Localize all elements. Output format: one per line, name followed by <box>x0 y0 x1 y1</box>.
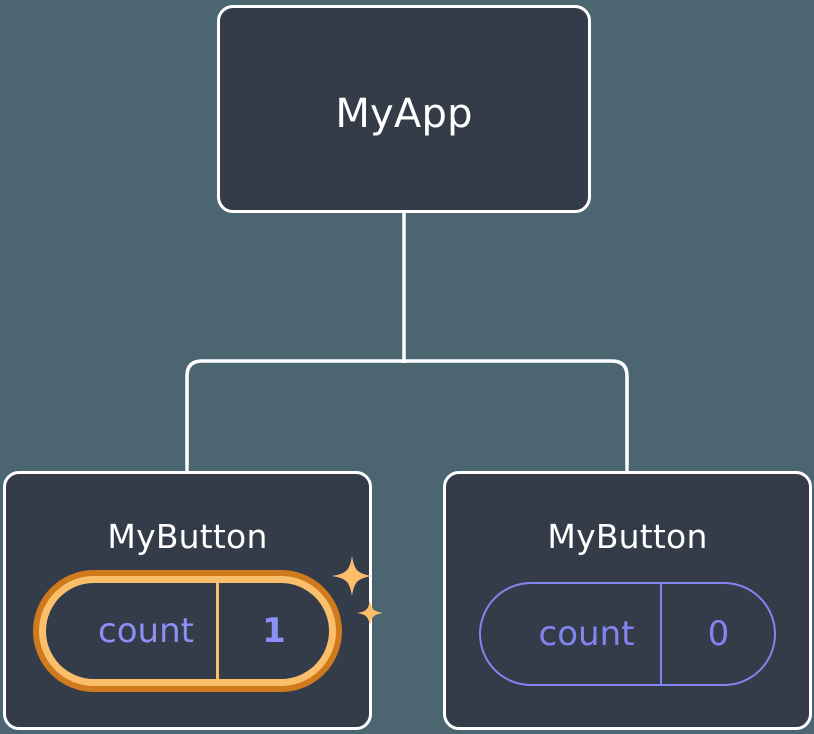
state-pill-right-wrapper: count 0 <box>446 582 809 686</box>
node-mybutton-left-title: MyButton <box>107 517 268 556</box>
state-pill-right-key: count <box>538 614 635 654</box>
node-mybutton-right-title: MyButton <box>547 517 708 556</box>
node-myapp-title: MyApp <box>335 91 473 137</box>
node-mybutton-right[interactable]: MyButton count 0 <box>443 471 812 730</box>
state-pill-right[interactable]: count 0 <box>478 582 777 686</box>
state-pill-right-value: 0 <box>660 584 774 684</box>
state-pill-left-value: 1 <box>215 583 329 679</box>
state-pill-left-key: count <box>98 611 194 651</box>
state-pill-left-wrapper: count 1 <box>6 556 383 692</box>
state-pill-left: count 1 <box>46 583 329 679</box>
state-pill-left-highlight-ring[interactable]: count 1 <box>33 556 383 692</box>
connector-bus-children <box>185 359 629 479</box>
sparkle-large-icon <box>331 556 372 596</box>
node-myapp[interactable]: MyApp <box>217 5 591 213</box>
state-pill-left-inner-ring: count 1 <box>39 576 336 686</box>
node-mybutton-left[interactable]: MyButton count 1 <box>3 471 383 730</box>
